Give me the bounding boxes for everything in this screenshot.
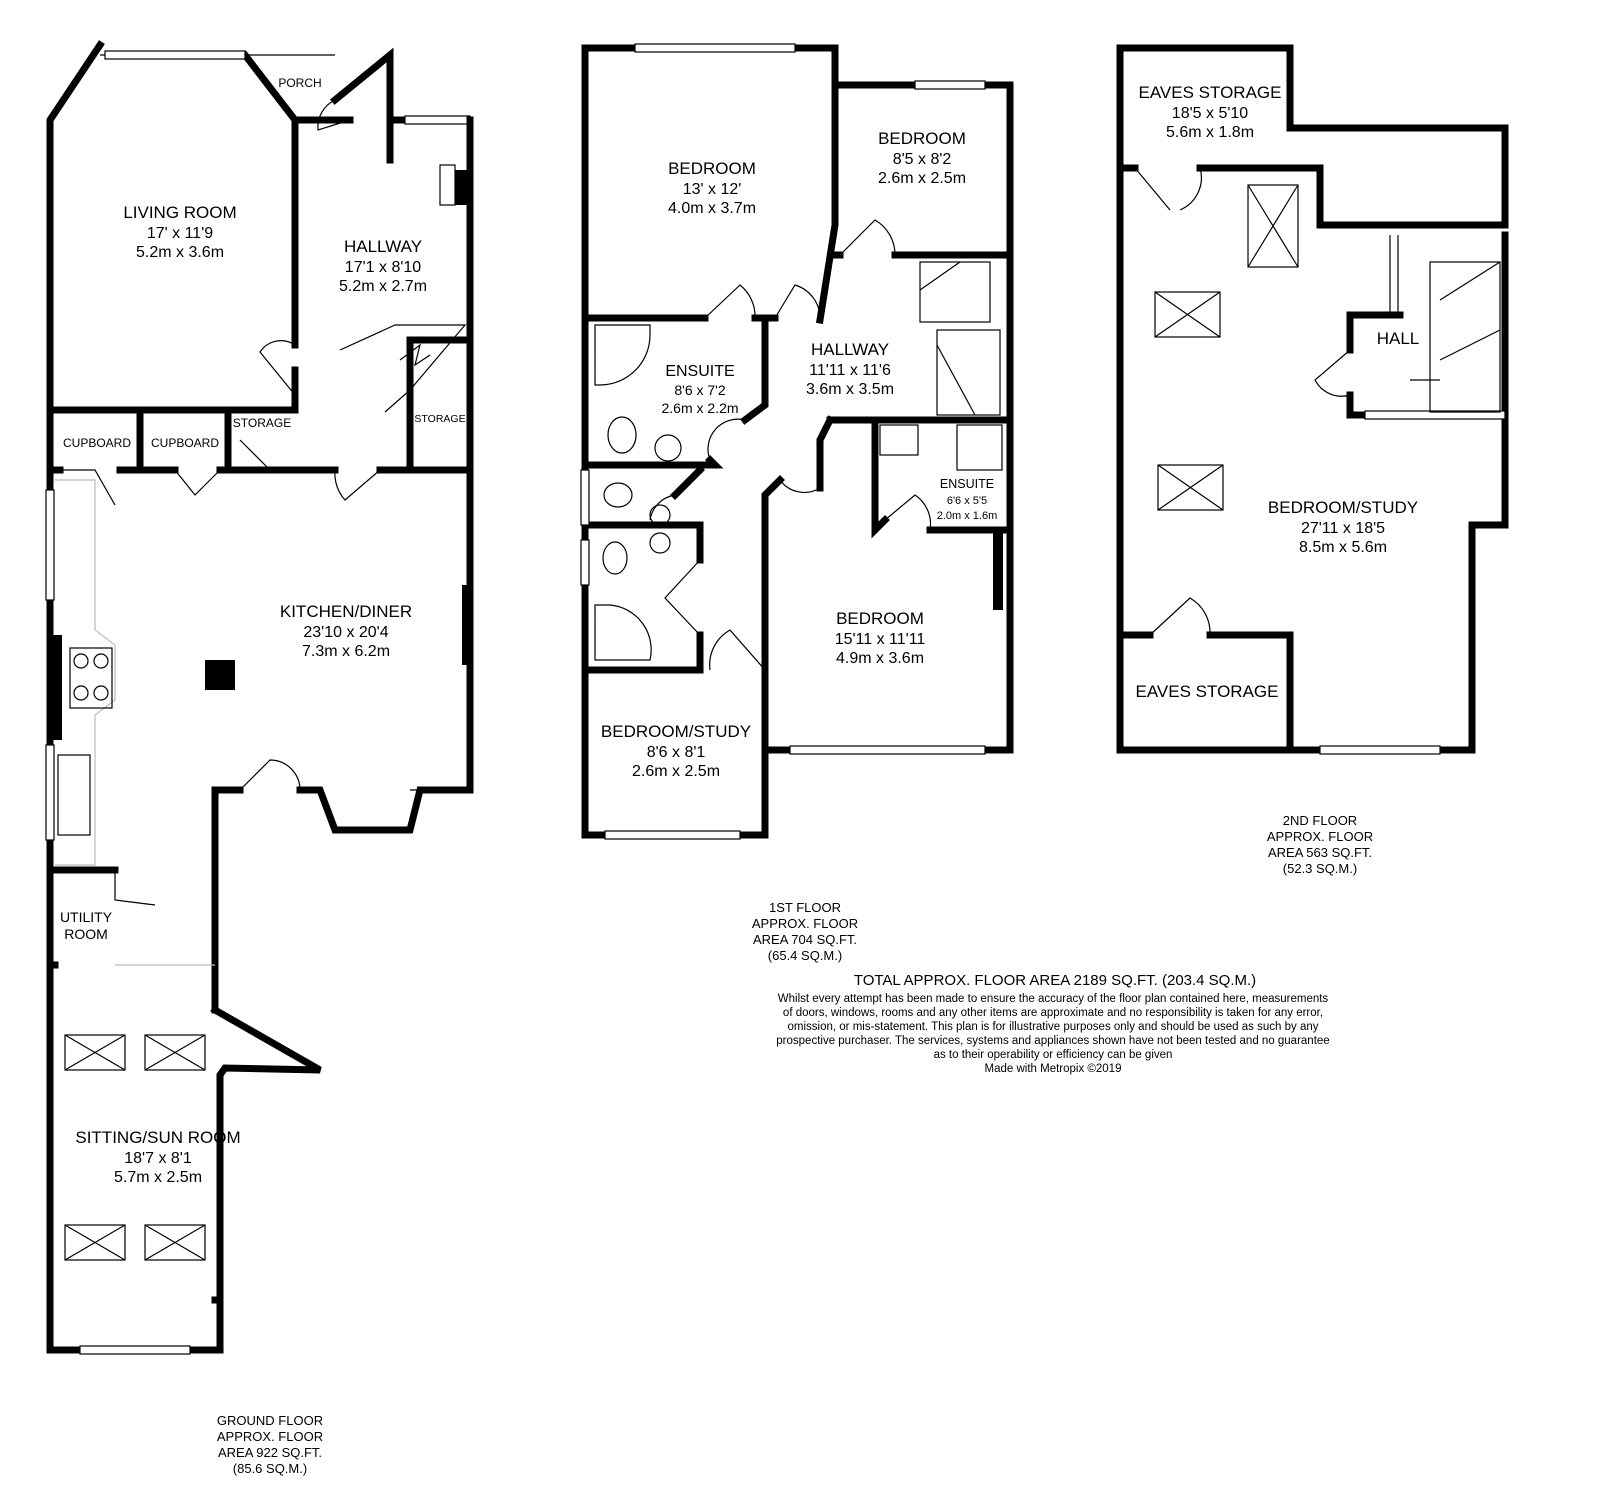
room-cupboard: CUPBOARD xyxy=(63,436,131,450)
room-metric: 5.6m x 1.8m xyxy=(1166,124,1254,141)
room-name: BEDROOM/STUDY xyxy=(1268,498,1418,517)
area-line: GROUND FLOOR xyxy=(217,1413,323,1428)
area-line: AREA 922 SQ.FT. xyxy=(218,1445,322,1460)
room-name: HALLWAY xyxy=(811,340,889,359)
room-name: EAVES STORAGE xyxy=(1139,83,1282,102)
room-name: LIVING ROOM xyxy=(123,203,236,222)
room-eaves-storage-1: EAVES STORAGE 18'5 x 5'10 5.6m x 1.8m xyxy=(1139,83,1282,141)
room-name: KITCHEN/DINER xyxy=(280,602,412,621)
room-name: BEDROOM/STUDY xyxy=(601,722,751,741)
second-floor-area: 2ND FLOOR APPROX. FLOOR AREA 563 SQ.FT. … xyxy=(1267,813,1373,876)
room-metric: 2.6m x 2.5m xyxy=(632,763,720,780)
first-floor-plan: BEDROOM 13' x 12' 4.0m x 3.7m BEDROOM 8'… xyxy=(580,43,1014,963)
disclaimer-line: prospective purchaser. The services, sys… xyxy=(776,1035,1329,1047)
area-line: AREA 563 SQ.FT. xyxy=(1268,845,1372,860)
room-bedroom-study-2nd: BEDROOM/STUDY 27'11 x 18'5 8.5m x 5.6m xyxy=(1268,498,1418,556)
first-floor-area: 1ST FLOOR APPROX. FLOOR AREA 704 SQ.FT. … xyxy=(752,900,858,963)
room-name: HALLWAY xyxy=(344,237,422,256)
room-metric: 5.7m x 2.5m xyxy=(114,1169,202,1186)
area-line: APPROX. FLOOR xyxy=(217,1429,323,1444)
room-kitchen-diner: KITCHEN/DINER 23'10 x 20'4 7.3m x 6.2m xyxy=(280,602,412,660)
room-ensuite-2: ENSUITE 6'6 x 5'5 2.0m x 1.6m xyxy=(937,477,998,522)
room-living-room: LIVING ROOM 17' x 11'9 5.2m x 3.6m xyxy=(123,203,236,261)
room-bedroom-study-1st: BEDROOM/STUDY 8'6 x 8'1 2.6m x 2.5m xyxy=(601,722,751,780)
room-cupboard: CUPBOARD xyxy=(151,436,219,450)
area-line: 2ND FLOOR xyxy=(1283,813,1357,828)
room-bedroom-2: BEDROOM 8'5 x 8'2 2.6m x 2.5m xyxy=(878,129,966,187)
room-storage: STORAGE xyxy=(414,413,465,425)
room-sun-room: SITTING/SUN ROOM 18'7 x 8'1 5.7m x 2.5m xyxy=(75,1128,240,1186)
credit: Made with Metropix ©2019 xyxy=(985,1063,1122,1075)
room-imperial: 8'6 x 8'1 xyxy=(647,744,706,761)
room-storage: STORAGE xyxy=(233,416,291,430)
room-name: ENSUITE xyxy=(940,477,994,491)
second-floor-walls xyxy=(1116,44,1509,755)
area-line: 1ST FLOOR xyxy=(769,900,841,915)
room-imperial: 17' x 11'9 xyxy=(147,225,213,242)
room-imperial: 23'10 x 20'4 xyxy=(303,624,388,641)
area-line: AREA 704 SQ.FT. xyxy=(753,932,857,947)
disclaimer-line: of doors, windows, rooms and any other i… xyxy=(783,1007,1323,1019)
room-imperial: 8'6 x 7'2 xyxy=(674,382,725,398)
room-metric: 3.6m x 3.5m xyxy=(806,381,894,398)
room-metric: 5.2m x 2.7m xyxy=(339,278,427,295)
room-imperial: 18'5 x 5'10 xyxy=(1172,105,1248,122)
room-metric: 2.0m x 1.6m xyxy=(937,510,998,522)
room-porch: PORCH xyxy=(278,76,321,90)
room-bedroom-1: BEDROOM 13' x 12' 4.0m x 3.7m xyxy=(668,159,756,217)
first-floor-walls xyxy=(580,43,1014,840)
room-utility: UTILITY ROOM xyxy=(60,909,113,942)
disclaimer-line: omission, or mis-statement. This plan is… xyxy=(788,1021,1319,1033)
ground-floor-plan: LIVING ROOM 17' x 11'9 5.2m x 3.6m HALLW… xyxy=(45,40,474,1476)
disclaimer-line: Whilst every attempt has been made to en… xyxy=(778,993,1329,1005)
room-eaves-storage-2: EAVES STORAGE xyxy=(1136,682,1279,701)
disclaimer-line: as to their operability or efficiency ca… xyxy=(934,1049,1173,1061)
room-imperial: 15'11 x 11'11 xyxy=(835,631,926,648)
room-metric: 2.6m x 2.5m xyxy=(878,170,966,187)
room-name: UTILITY xyxy=(60,909,113,925)
room-metric: 2.6m x 2.2m xyxy=(661,400,738,416)
room-name: BEDROOM xyxy=(668,159,756,178)
area-line: APPROX. FLOOR xyxy=(752,916,858,931)
room-metric: 7.3m x 6.2m xyxy=(302,643,390,660)
room-ensuite-1: ENSUITE 8'6 x 7'2 2.6m x 2.2m xyxy=(661,363,738,416)
room-hallway: HALLWAY 17'1 x 8'10 5.2m x 2.7m xyxy=(339,237,427,295)
room-name: BEDROOM xyxy=(836,609,924,628)
room-imperial: 27'11 x 18'5 xyxy=(1301,520,1385,537)
ground-floor-area: GROUND FLOOR APPROX. FLOOR AREA 922 SQ.F… xyxy=(217,1413,323,1476)
area-line: (65.4 SQ.M.) xyxy=(768,948,842,963)
room-imperial: 17'1 x 8'10 xyxy=(345,259,421,276)
room-metric: 4.0m x 3.7m xyxy=(668,200,756,217)
ground-floor-walls xyxy=(45,40,474,1355)
second-floor-plan: EAVES STORAGE 18'5 x 5'10 5.6m x 1.8m HA… xyxy=(1116,44,1509,876)
area-line: (52.3 SQ.M.) xyxy=(1283,861,1357,876)
room-metric: 4.9m x 3.6m xyxy=(836,650,924,667)
total-floor-area: TOTAL APPROX. FLOOR AREA 2189 SQ.FT. (20… xyxy=(854,972,1256,989)
area-line: APPROX. FLOOR xyxy=(1267,829,1373,844)
room-metric: 5.2m x 3.6m xyxy=(136,244,224,261)
room-imperial: 6'6 x 5'5 xyxy=(947,495,987,507)
room-name: ENSUITE xyxy=(665,363,734,380)
disclaimer: Whilst every attempt has been made to en… xyxy=(776,993,1329,1061)
room-name: ROOM xyxy=(64,926,108,942)
room-imperial: 13' x 12' xyxy=(683,181,742,198)
room-metric: 8.5m x 5.6m xyxy=(1299,539,1387,556)
room-hallway-1st: HALLWAY 11'11 x 11'6 3.6m x 3.5m xyxy=(806,340,894,398)
room-name: BEDROOM xyxy=(878,129,966,148)
room-name: SITTING/SUN ROOM xyxy=(75,1128,240,1147)
room-hall: HALL xyxy=(1377,329,1420,348)
room-imperial: 8'5 x 8'2 xyxy=(893,151,952,168)
room-imperial: 11'11 x 11'6 xyxy=(809,362,891,379)
room-bedroom-3: BEDROOM 15'11 x 11'11 4.9m x 3.6m xyxy=(835,609,926,667)
room-imperial: 18'7 x 8'1 xyxy=(124,1150,192,1167)
area-line: (85.6 SQ.M.) xyxy=(233,1461,307,1476)
